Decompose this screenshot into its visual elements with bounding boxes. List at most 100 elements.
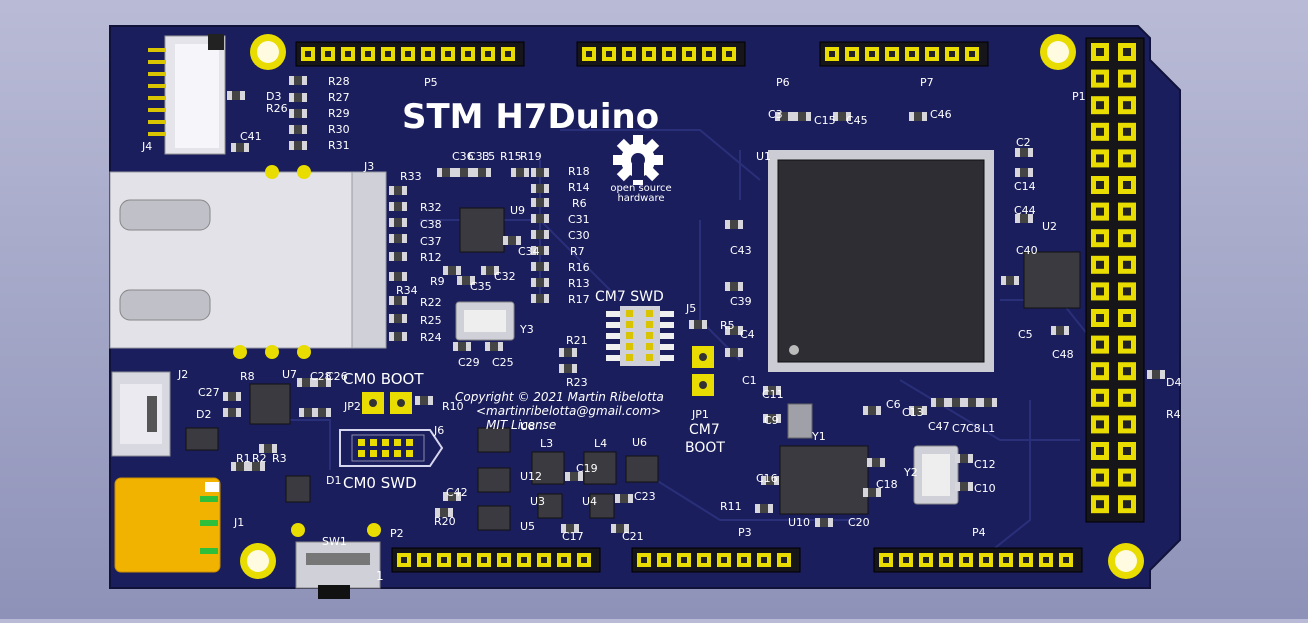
ref-label-r15: R15: [500, 150, 522, 163]
ref-label-c9: C9: [764, 414, 779, 427]
ref-label-jp2: JP2: [343, 400, 361, 413]
ref-label-c7: C7: [952, 422, 967, 435]
ref-label-c25: C25: [492, 356, 514, 369]
ref-label-c32: C32: [494, 270, 516, 283]
ref-label-c47: C47: [928, 420, 950, 433]
cm0-boot-label: CM0 BOOT: [343, 370, 424, 388]
boot-label: BOOT: [685, 440, 725, 456]
ref-label-p5: P5: [424, 76, 438, 89]
ref-label-r18: R18: [568, 165, 590, 178]
ref-label-l3: L3: [540, 437, 553, 450]
ref-label-c33: C33: [468, 150, 490, 163]
ref-label-c14: C14: [1014, 180, 1036, 193]
ref-label-p1: P1: [1072, 90, 1086, 103]
ref-label-r19: R19: [520, 150, 542, 163]
ref-label-r12: R12: [420, 251, 442, 264]
ref-label-r11: R11: [720, 500, 742, 513]
ref-label-c23: C23: [634, 490, 656, 503]
ref-label-sw1: SW1: [322, 535, 347, 548]
ref-label-r32: R32: [420, 201, 442, 214]
ref-label-r22: R22: [420, 296, 442, 309]
ref-label-c16: C16: [756, 472, 778, 485]
ref-label-r14: R14: [568, 181, 590, 194]
cm0-swd-label: CM0 SWD: [343, 474, 417, 492]
ref-label-c3: C3: [768, 108, 783, 121]
ref-label-c8: C8: [966, 422, 981, 435]
ref-label-c43: C43: [730, 244, 752, 257]
ref-label-c48: C48: [1052, 348, 1074, 361]
copyright-text: Copyright © 2021 Martin Ribelotta: [455, 390, 664, 404]
ethernet-jack: [109, 165, 387, 359]
mcu-chip: [768, 150, 994, 372]
ref-label-u7: U7: [282, 368, 297, 381]
license-text: MIT License: [486, 418, 556, 432]
micro-usb-connector: [111, 371, 171, 457]
ref-label-r5: R5: [720, 319, 735, 332]
ref-label-u9: U9: [510, 204, 525, 217]
ref-label-u8: U8: [520, 420, 535, 433]
ref-label-c46: C46: [930, 108, 952, 121]
ref-label-u4: U4: [582, 495, 597, 508]
microsd-connector: [148, 34, 226, 155]
ref-label-r34: R34: [396, 284, 418, 297]
jumpers: [362, 346, 714, 414]
cm0-swd-connector: [339, 429, 444, 467]
ref-label-r2: R2: [252, 452, 267, 465]
ref-label-c37: C37: [420, 235, 442, 248]
ref-label-c2: C2: [1016, 136, 1031, 149]
ref-label-c19: C19: [576, 462, 598, 475]
ref-label-r24: R24: [420, 331, 442, 344]
ref-label-p4: P4: [972, 526, 986, 539]
cm7-swd-header: [606, 306, 674, 366]
ref-label-j1: J1: [233, 516, 244, 529]
ref-label-r31: R31: [328, 139, 350, 152]
ref-label-d4: D4: [1166, 376, 1181, 389]
ref-label-u10: U10: [788, 516, 810, 529]
ref-label-c35: C35: [470, 280, 492, 293]
ref-label-r8: R8: [240, 370, 255, 383]
ref-label-r7: R7: [570, 245, 585, 258]
ref-label-c6: C6: [886, 398, 901, 411]
ref-label-c15: C15: [814, 114, 836, 127]
ref-label-u3: U3: [530, 495, 545, 508]
ref-label-r20: R20: [434, 515, 456, 528]
ref-label-jp1: JP1: [691, 408, 709, 421]
ref-label-c13: C13: [902, 406, 924, 419]
ref-label-u5: U5: [520, 520, 535, 533]
cm7-swd-label: CM7 SWD: [595, 289, 664, 305]
ref-label-j4: J4: [141, 140, 152, 153]
ref-label-c4: C4: [740, 328, 755, 341]
ref-label-j2: J2: [177, 368, 188, 381]
ref-label-c26: C26: [326, 370, 348, 383]
ref-label-j5: J5: [685, 302, 696, 315]
ref-label-c44: C44: [1014, 204, 1036, 217]
ref-label-c20: C20: [848, 516, 870, 529]
ref-label-c17: C17: [562, 530, 584, 543]
board-title: STM H7Duino: [402, 97, 659, 137]
ref-label-u2: U2: [1042, 220, 1057, 233]
ref-label-j3: J3: [363, 160, 374, 173]
email-text: <martinribelotta@gmail.com>: [476, 404, 661, 418]
ref-label-c11: C11: [762, 388, 784, 401]
cm7-label: CM7: [689, 422, 720, 438]
mounting-holes: [240, 34, 1144, 579]
ref-label-r6: R6: [572, 197, 587, 210]
ref-label-r21: R21: [566, 334, 588, 347]
ic-packages: [185, 207, 1081, 531]
ref-label-c40: C40: [1016, 244, 1038, 257]
ref-label-l1: L1: [982, 422, 995, 435]
ref-label-r10: R10: [442, 400, 464, 413]
ref-label-c42: C42: [446, 486, 468, 499]
ref-label-y2: Y2: [903, 466, 918, 479]
ref-label-r1: R1: [236, 452, 251, 465]
ref-label-y1: Y1: [811, 430, 826, 443]
ref-label-l5: L5: [482, 150, 495, 163]
ref-label-l4: L4: [594, 437, 607, 450]
ref-label-c45: C45: [846, 114, 868, 127]
reset-switch: [291, 523, 381, 599]
ref-label-j6: J6: [433, 424, 444, 437]
ref-label-c29: C29: [458, 356, 480, 369]
ref-label-r28: R28: [328, 75, 350, 88]
